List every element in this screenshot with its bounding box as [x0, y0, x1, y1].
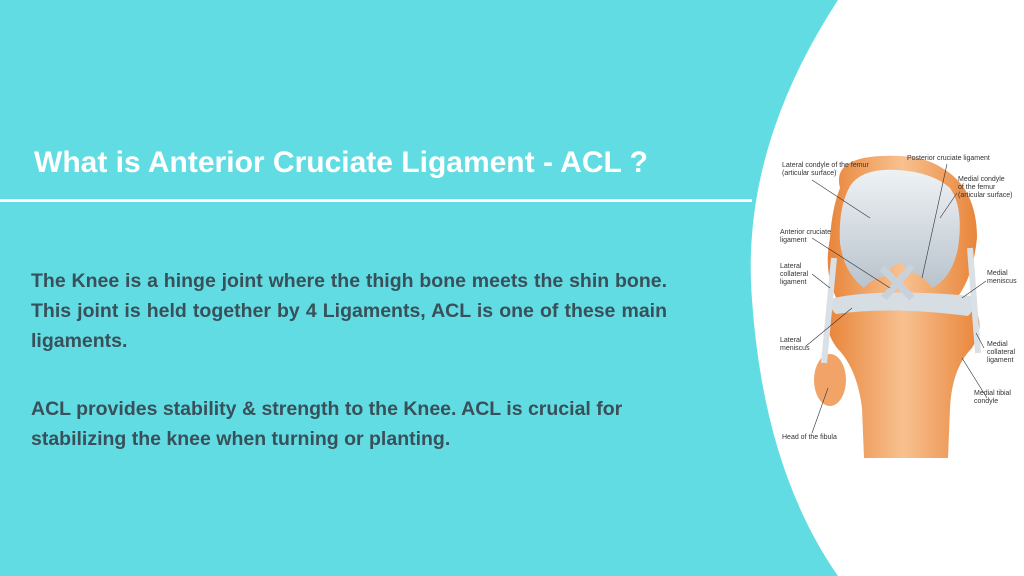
- label-medial-condyle-2: of the femur: [958, 184, 996, 191]
- label-lateral-collateral-2: collateral: [780, 271, 808, 278]
- paragraph-knee-joint: The Knee is a hinge joint where the thig…: [31, 270, 667, 352]
- knee-anatomy-illustration: Lateral condyle of the femur (articular …: [780, 155, 1017, 458]
- femoral-cartilage: [839, 169, 960, 288]
- label-medial-meniscus-2: meniscus: [987, 278, 1017, 285]
- collateral-ligament-medial: [967, 247, 981, 354]
- label-lateral-meniscus-2: meniscus: [780, 345, 810, 352]
- label-medial-condyle: Medial condyle: [958, 176, 1005, 183]
- label-lateral-collateral: Lateral: [780, 263, 802, 270]
- slide-title: What is Anterior Cruciate Ligament - ACL…: [34, 146, 648, 179]
- label-medial-collateral-3: ligament: [987, 357, 1014, 364]
- label-lateral-collateral-3: ligament: [780, 279, 807, 286]
- label-lateral-meniscus: Lateral: [780, 337, 802, 344]
- paragraph-acl-function: ACL provides stability & strength to the…: [31, 398, 623, 450]
- meniscus: [831, 292, 974, 316]
- fibula-head: [814, 354, 846, 406]
- label-lateral-condyle: Lateral condyle of the femur: [782, 162, 869, 169]
- label-anterior-cruciate-2: ligament: [780, 237, 807, 244]
- label-lateral-condyle-2: (articular surface): [782, 170, 836, 177]
- label-medial-tibial-2: condyle: [974, 398, 998, 405]
- label-anterior-cruciate: Anterior cruciate: [780, 229, 831, 236]
- label-head-fibula: Head of the fibula: [782, 434, 837, 441]
- collateral-ligament-lateral: [821, 257, 837, 364]
- label-medial-tibial: Medial tibial: [974, 390, 1011, 397]
- title-divider: [0, 199, 752, 202]
- tibia-bone: [827, 306, 980, 458]
- label-posterior-cruciate: Posterior cruciate ligament: [907, 155, 990, 162]
- cruciate-ligaments: [879, 263, 915, 301]
- label-medial-collateral: Medial: [987, 341, 1008, 348]
- label-medial-meniscus: Medial: [987, 270, 1008, 277]
- label-medial-collateral-2: collateral: [987, 349, 1015, 356]
- label-medial-condyle-3: (articular surface): [958, 192, 1012, 199]
